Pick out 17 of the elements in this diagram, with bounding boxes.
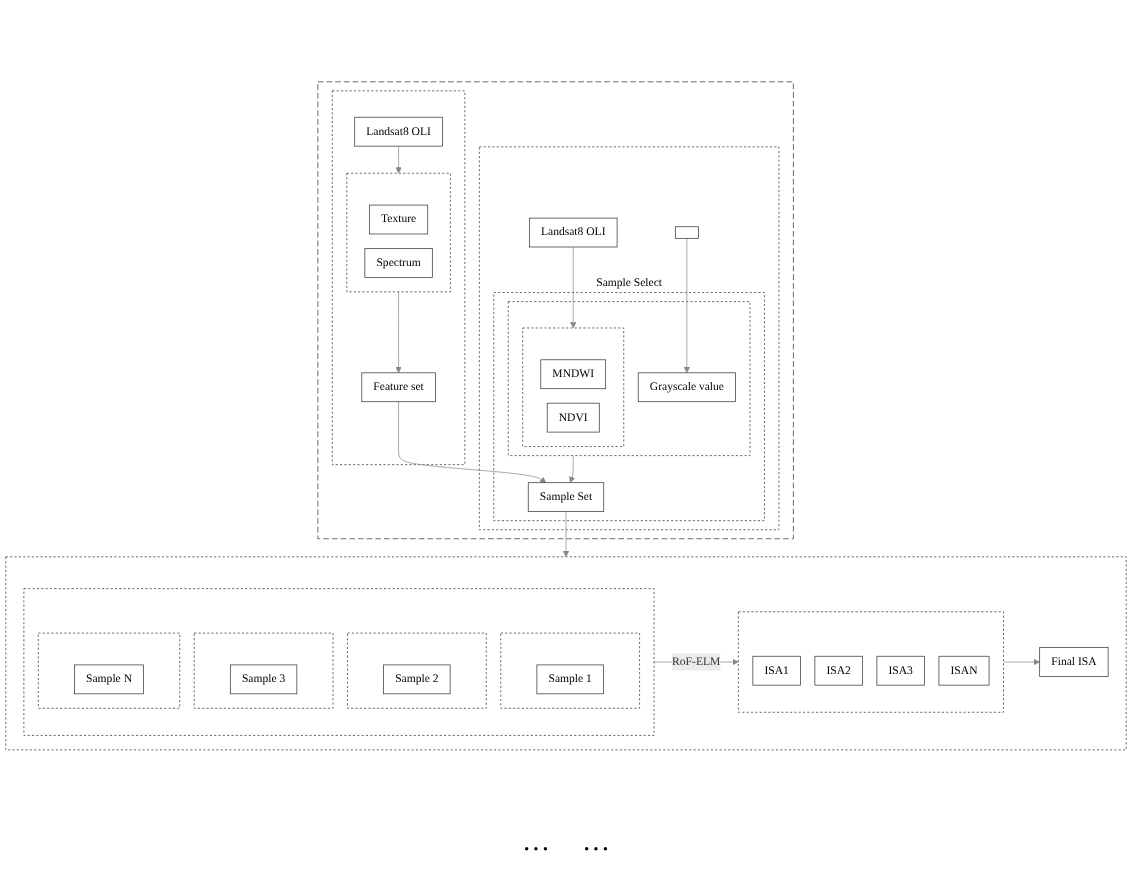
cluster [478, 146, 780, 531]
cluster [493, 292, 765, 522]
cluster [5, 556, 1127, 751]
cluster [507, 301, 751, 457]
cluster [23, 588, 655, 736]
cluster [193, 632, 334, 709]
ellipsis-label: ··· [522, 836, 550, 868]
cluster [347, 632, 487, 709]
cluster [37, 632, 181, 709]
cluster [346, 173, 451, 293]
cluster [500, 632, 640, 709]
cluster [738, 611, 1004, 713]
ellipsis-label: ··· [582, 836, 610, 868]
cluster [331, 90, 466, 466]
cluster [522, 327, 625, 448]
cluster [317, 81, 794, 540]
node-box [674, 226, 699, 239]
